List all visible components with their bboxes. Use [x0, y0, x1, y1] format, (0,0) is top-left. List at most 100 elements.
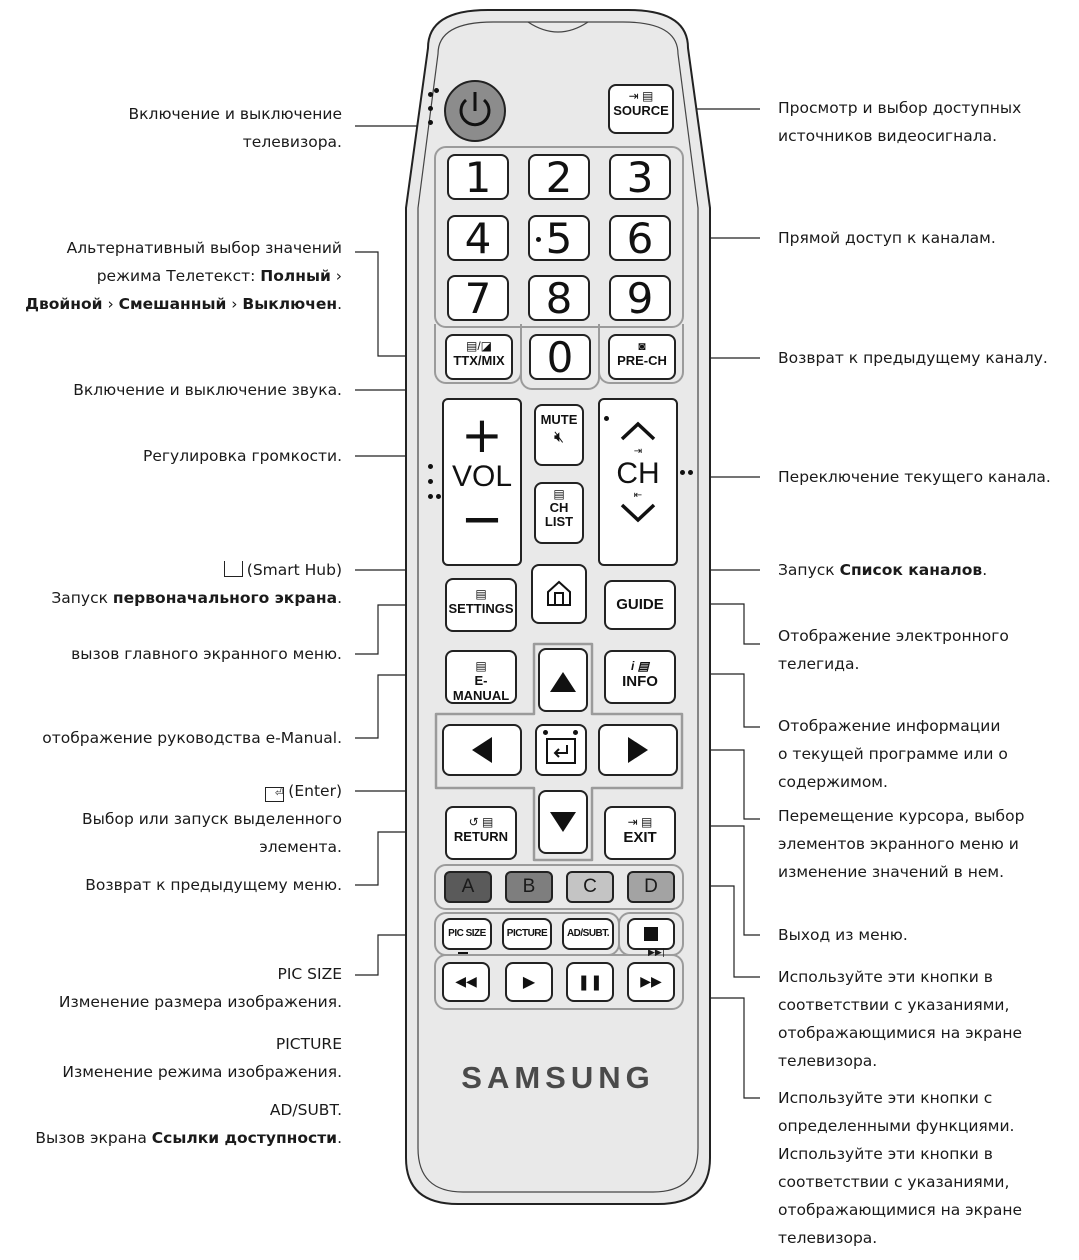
mute-button[interactable]: MUTE 🔇︎ — [534, 404, 584, 466]
prech-group — [598, 324, 684, 384]
media-group — [434, 954, 684, 1010]
teletext-icon: ▤/◪ — [465, 339, 492, 353]
digit-4-button[interactable]: 4 — [447, 215, 509, 261]
stop-icon — [644, 927, 658, 941]
source-button[interactable]: ⇥ ▤ SOURCE — [608, 84, 674, 134]
arrow-right-icon — [628, 737, 648, 763]
settings-icon: ▤ — [475, 587, 487, 601]
picture-button[interactable]: PICTURE — [502, 918, 552, 950]
volume-rocker[interactable]: + VOL — — [442, 398, 522, 566]
info-button[interactable]: i ▤ INFO — [604, 650, 676, 704]
digit-2-button[interactable]: 2 — [528, 154, 590, 200]
ch-list-button[interactable]: ▤ CH LIST — [534, 482, 584, 544]
label-adsubt: AD/SUBT. Вызов экрана Ссылки доступности… — [35, 1101, 342, 1147]
digit-1-button[interactable]: 1 — [447, 154, 509, 200]
label-teletext: Альтернативный выбор значений режима Тел… — [25, 239, 342, 313]
label-channel: Переключение текущего канала. — [778, 468, 1051, 486]
return-button[interactable]: ↺ ▤ RETURN — [445, 806, 517, 860]
home-button[interactable] — [531, 564, 587, 624]
channel-label: CH — [616, 457, 660, 490]
volume-down[interactable]: — — [464, 498, 500, 539]
arrow-down-button[interactable] — [538, 790, 588, 854]
ch-down-info-icon: ⇤ — [633, 490, 643, 501]
ttx-group — [434, 324, 522, 384]
digit-9-button[interactable]: 9 — [609, 275, 671, 321]
label-chlist: Запуск Список каналов. — [778, 561, 988, 579]
ch-list-icon: ▤ — [553, 487, 565, 501]
remote-control: ⇥ ▤ SOURCE 1 2 3 4 5 6 7 8 9 ▤/◪ TTX/MIX… — [398, 8, 718, 1208]
volume-up[interactable]: + — [461, 406, 503, 464]
brand-logo: SAMSUNG — [461, 1060, 655, 1095]
ad-subt-button[interactable]: AD/SUBT. — [562, 918, 614, 950]
digit-3-button[interactable]: 3 — [609, 154, 671, 200]
color-button-b[interactable]: B — [505, 871, 553, 903]
pre-ch-button[interactable]: ◙ PRE-CH — [608, 334, 676, 380]
label-exit: Выход из меню. — [778, 926, 908, 944]
label-smarthub: (Smart Hub) Запуск первоначального экран… — [51, 561, 342, 607]
home-icon — [547, 580, 571, 606]
exit-button[interactable]: ⇥ ▤ EXIT — [604, 806, 676, 860]
ch-up-info-icon: ⇥ — [633, 446, 643, 457]
arrow-down-icon — [550, 812, 576, 832]
home-icon — [223, 561, 243, 577]
arrow-up-button[interactable] — [538, 648, 588, 712]
rewind-button[interactable]: ◀◀ — [442, 962, 490, 1002]
return-icon: ↺ ▤ — [468, 815, 494, 829]
enter-icon: ⏎ — [265, 787, 285, 802]
stop-group — [618, 912, 684, 956]
label-enter: ⏎(Enter) Выбор или запуск выделенного эл… — [82, 782, 342, 856]
digit-8-button[interactable]: 8 — [528, 275, 590, 321]
play-button[interactable]: ▶ — [505, 962, 553, 1002]
arrow-left-button[interactable] — [442, 724, 522, 776]
settings-button[interactable]: ▤ SETTINGS — [445, 578, 517, 632]
pause-icon: ❚❚ — [577, 973, 603, 991]
number-group — [434, 146, 684, 328]
color-button-c[interactable]: C — [566, 871, 614, 903]
arrow-up-icon — [550, 672, 576, 692]
rewind-icon: ◀◀ — [455, 974, 477, 990]
label-emanual: отображение руководства e-Manual. — [42, 729, 342, 747]
pause-button[interactable]: ❚❚ — [566, 962, 614, 1002]
play-icon: ▶ — [522, 972, 536, 991]
color-button-d[interactable]: D — [627, 871, 675, 903]
stop-button[interactable] — [627, 918, 675, 950]
source-icon: ⇥ ▤ — [628, 89, 654, 103]
guide-button[interactable]: GUIDE — [604, 580, 676, 630]
volume-label: VOL — [451, 460, 513, 493]
enter-icon — [546, 738, 576, 764]
skip-icon: ▶▶| — [648, 948, 665, 958]
digit-6-button[interactable]: 6 — [609, 215, 671, 261]
e-manual-button[interactable]: ▤ E-MANUAL — [445, 650, 517, 704]
label-numbers: Прямой доступ к каналам. — [778, 229, 996, 247]
label-settings: вызов главного экранного меню. — [71, 645, 342, 663]
label-prech: Возврат к предыдущему каналу. — [778, 349, 1048, 367]
pic-size-button[interactable]: PIC SIZE — [442, 918, 492, 950]
exit-icon: ⇥ ▤ — [627, 815, 653, 829]
arrow-right-button[interactable] — [598, 724, 678, 776]
dpad-group — [434, 642, 684, 862]
ttx-mix-button[interactable]: ▤/◪ TTX/MIX — [445, 334, 513, 380]
fast-forward-icon: ▶▶ — [640, 974, 662, 990]
digit-7-button[interactable]: 7 — [447, 275, 509, 321]
digit-0-button[interactable]: 0 — [529, 334, 591, 380]
speaker-mute-icon: 🔇︎ — [553, 429, 565, 446]
pre-ch-icon: ◙ — [638, 339, 646, 353]
e-manual-icon: ▤ — [475, 659, 487, 673]
color-button-a[interactable]: A — [444, 871, 492, 903]
channel-rocker[interactable]: ⇥ CH ⇤ — [598, 398, 678, 566]
fast-forward-button[interactable]: ▶▶ — [627, 962, 675, 1002]
chevron-up-icon[interactable] — [618, 420, 658, 442]
label-volume: Регулировка громкости. — [143, 447, 342, 465]
power-button[interactable] — [444, 80, 506, 142]
label-mute: Включение и выключение звука. — [73, 381, 342, 399]
chevron-down-icon[interactable] — [618, 502, 658, 524]
color-group — [434, 864, 684, 910]
power-icon — [459, 92, 491, 127]
label-return: Возврат к предыдущему меню. — [85, 876, 342, 894]
